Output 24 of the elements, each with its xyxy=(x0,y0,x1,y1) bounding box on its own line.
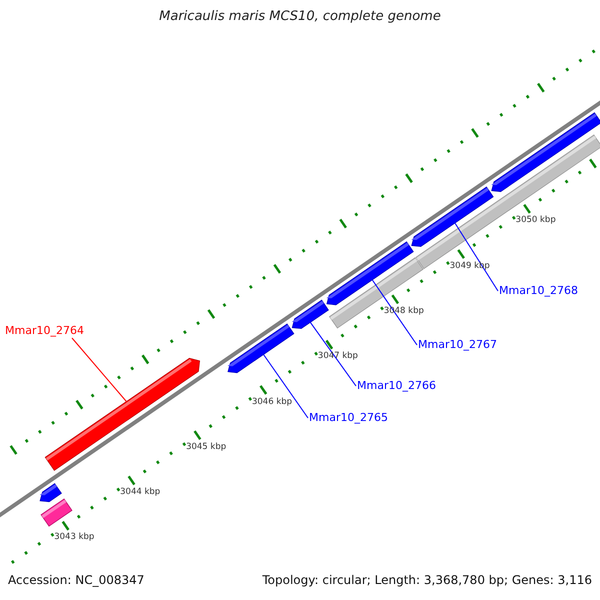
tick-label: 3045 kbp xyxy=(186,442,226,452)
gene-block xyxy=(40,498,72,527)
gene-block xyxy=(40,483,62,502)
tick-label: 3044 kbp xyxy=(120,487,160,498)
gene-block xyxy=(228,323,294,374)
title: Maricaulis maris MCS10, complete genome xyxy=(158,9,442,25)
gene-label: Mmar10_2768 xyxy=(499,284,578,298)
leader-line xyxy=(372,279,418,346)
genome-stats-note: Topology: circular; Length: 3,368,780 bp; Genes: 3,116 xyxy=(262,573,592,588)
gene-block xyxy=(328,257,424,329)
tick-label: 3043 kbp xyxy=(54,532,94,543)
gene-label: Mmar10_2766 xyxy=(357,379,436,392)
leader-line xyxy=(72,338,127,402)
gene-block xyxy=(416,134,600,270)
leader-line xyxy=(263,354,308,418)
gene-block xyxy=(292,300,329,329)
gene-label: Mmar10_2765 xyxy=(309,411,388,424)
gene-label: Mmar10_2764 xyxy=(5,324,84,338)
tick-label: 3050 kbp xyxy=(516,215,556,226)
accession-note: Accession: NC_008347 xyxy=(8,573,144,588)
gene-label: Mmar10_2767 xyxy=(418,338,497,352)
leader-line xyxy=(454,222,498,292)
tick-label: 3046 kbp xyxy=(252,396,292,407)
leader-line xyxy=(310,322,356,386)
